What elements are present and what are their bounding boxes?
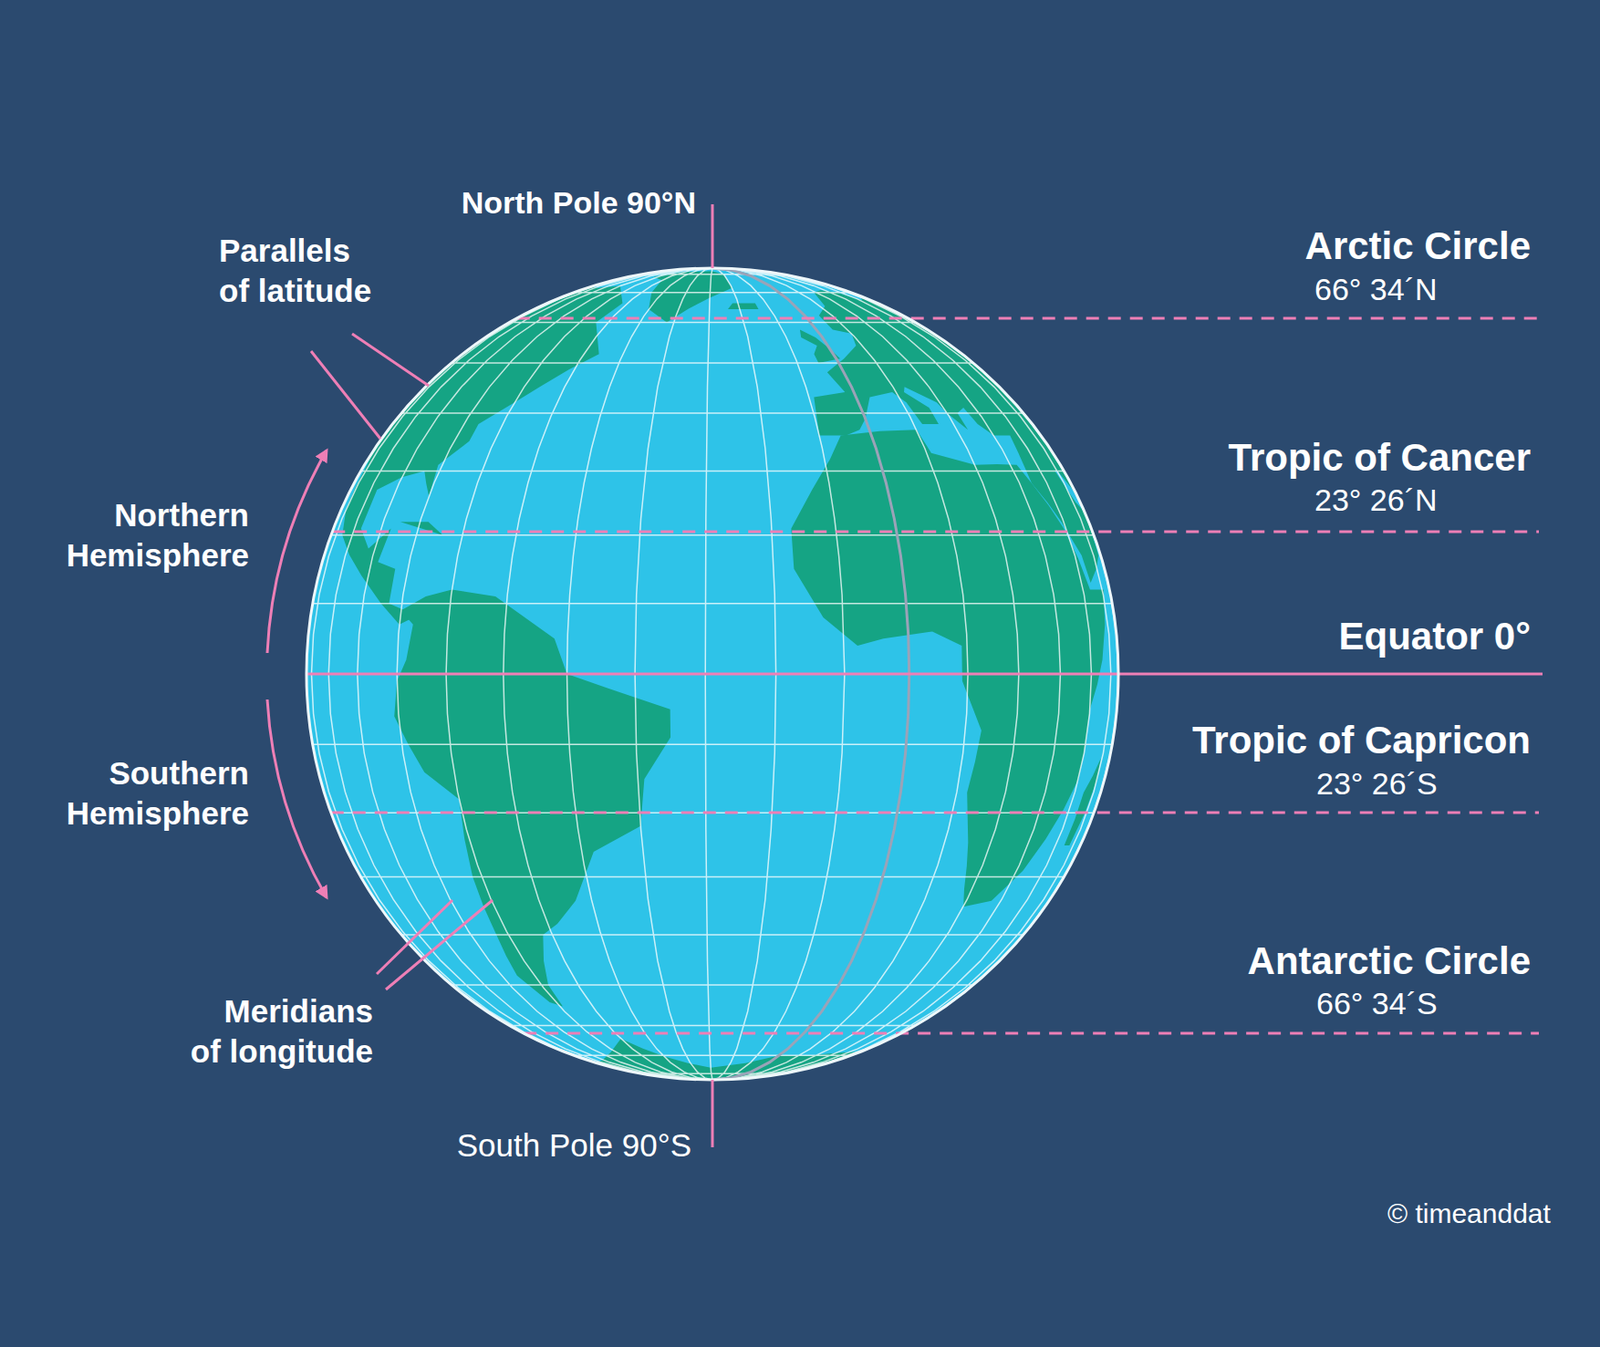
landmass: [342, 285, 623, 624]
callout-label: Meridians of longitude: [187, 991, 374, 1072]
circle-name: Tropic of Capricon: [1192, 716, 1531, 766]
hemisphere-label: Northern Hemisphere: [62, 495, 250, 576]
circle-name: Equator 0°: [1339, 612, 1532, 662]
globe-outline: [306, 268, 1119, 1081]
pole-label: North Pole 90°N: [461, 183, 697, 223]
credit-text: © timeanddat: [1387, 1196, 1551, 1232]
credit-text: © timeanddat: [1387, 1196, 1551, 1232]
latitude-value: 23° 26´N: [1314, 480, 1438, 520]
landmass: [1064, 758, 1102, 847]
hemisphere-arrow: [267, 699, 327, 898]
latitude-value: 23° 26´N: [1314, 480, 1438, 520]
landmass: [648, 270, 732, 323]
circle-name: Arctic Circle: [1305, 222, 1531, 271]
leader-line: [311, 351, 381, 439]
latitude-value: 66° 34´N: [1314, 270, 1438, 310]
latitude-value: 23° 26´S: [1316, 764, 1438, 804]
landmass: [813, 290, 1099, 583]
latitude-line: [517, 317, 1539, 321]
callout-label: Meridians of longitude: [187, 991, 374, 1072]
latitude-line: [331, 811, 1539, 815]
circle-name: Antarctic Circle: [1247, 937, 1531, 987]
polar-axis: [711, 204, 715, 269]
circle-name: Antarctic Circle: [1247, 937, 1531, 987]
pole-label: South Pole 90°S: [457, 1125, 692, 1166]
pole-label: South Pole 90°S: [457, 1125, 692, 1166]
leader-line: [352, 333, 429, 386]
leader-line: [376, 900, 453, 975]
globe-group: [306, 268, 1543, 1081]
latitude-value: 66° 34´S: [1316, 984, 1438, 1024]
callout-label: Parallels of latitude: [218, 230, 375, 312]
latitude-value: 23° 26´S: [1316, 764, 1438, 804]
latitude-value: 66° 34´N: [1314, 270, 1438, 310]
circle-name: Arctic Circle: [1305, 222, 1531, 271]
polar-axis: [711, 1080, 715, 1148]
latitude-line: [332, 530, 1539, 534]
circle-name: Tropic of Cancer: [1228, 434, 1531, 483]
callout-label: Parallels of latitude: [218, 230, 375, 312]
equator-line: [306, 673, 1543, 676]
hemisphere-arrow: [267, 450, 327, 654]
hemisphere-label: Southern Hemisphere: [62, 753, 250, 834]
landmass: [394, 589, 671, 1007]
hemisphere-label: Southern Hemisphere: [62, 753, 250, 834]
latitude-value: 66° 34´S: [1316, 984, 1438, 1024]
landmass: [400, 521, 443, 536]
landmass: [727, 302, 759, 310]
circle-name: Tropic of Cancer: [1228, 434, 1531, 483]
circle-name: Tropic of Capricon: [1192, 716, 1531, 766]
pole-label: North Pole 90°N: [461, 183, 697, 223]
circle-name: Equator 0°: [1339, 612, 1532, 662]
latitude-line: [523, 1032, 1539, 1036]
hemisphere-label: Northern Hemisphere: [62, 495, 250, 576]
